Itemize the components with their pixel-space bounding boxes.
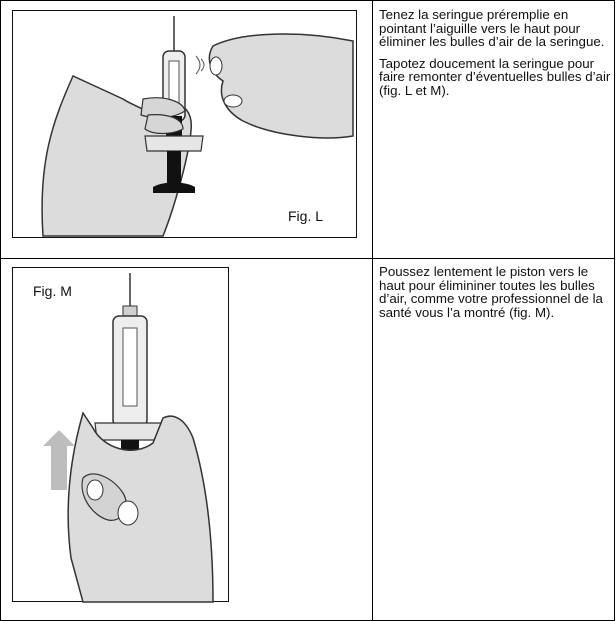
instruction-text-1: Tenez la seringue préremplie en pointant… — [379, 8, 613, 105]
syringe-tap-illustration — [41, 16, 354, 237]
row-divider — [0, 258, 615, 259]
table-border-right — [614, 0, 615, 621]
instruction-paragraph: Poussez lentement le piston vers le haut… — [379, 264, 603, 320]
instruction-text-2: Poussez lentement le piston vers le haut… — [379, 265, 613, 327]
figure-l: Fig. L — [12, 10, 357, 238]
figure-label: Fig. M — [33, 283, 72, 299]
figure-m: Fig. M — [12, 267, 229, 603]
table-border-left — [0, 0, 1, 621]
instruction-paragraph: Tenez la seringue préremplie en pointant… — [379, 7, 605, 49]
figure-label: Fig. L — [288, 208, 324, 224]
syringe-push-illustration — [43, 273, 214, 603]
column-divider — [372, 0, 373, 621]
instruction-paragraph: Tapotez doucement la seringue pour faire… — [379, 55, 611, 98]
table-border-top — [0, 0, 615, 1]
